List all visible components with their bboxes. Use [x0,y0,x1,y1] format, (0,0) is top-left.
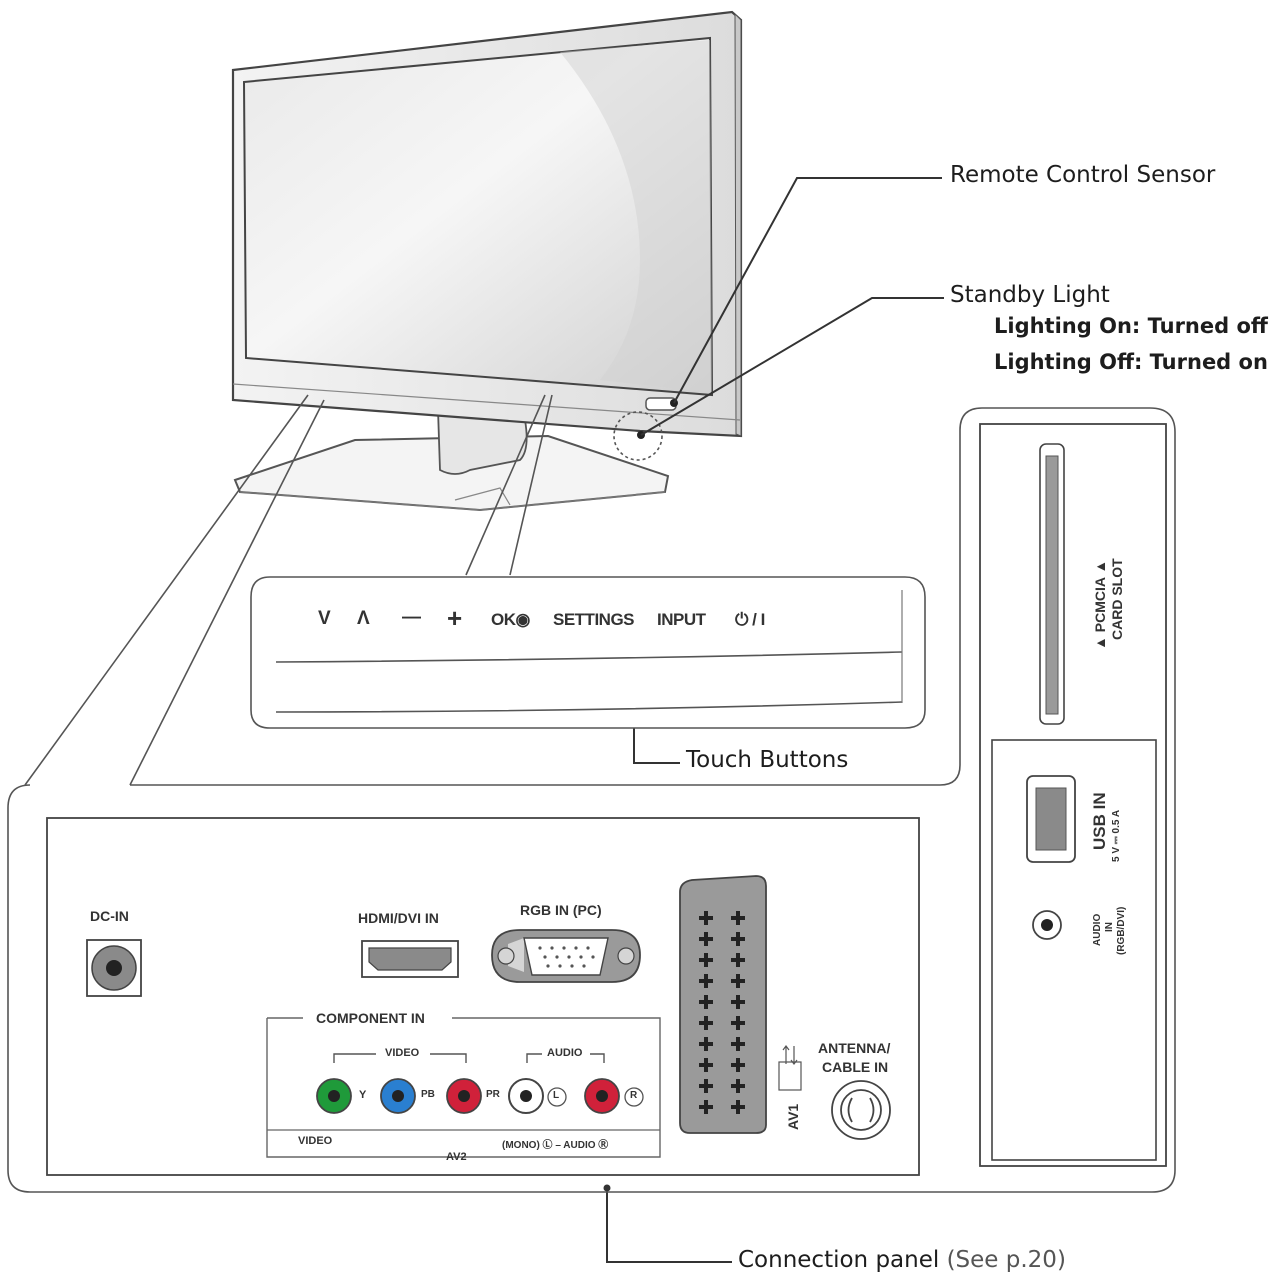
av2-label: AV2 [446,1151,467,1163]
scart-pin [736,974,740,988]
scart-pin [704,932,708,946]
lighting-off-label: Lighting Off: Turned on [994,350,1268,374]
usb-spec-label: 5 V ⎓ 0.5 A [1111,809,1122,862]
side-panel [979,423,1167,1167]
remote-sensor-label: Remote Control Sensor [950,162,1216,188]
scart-port [679,875,767,1134]
scart-pin [704,911,708,925]
scart-pin [704,1100,708,1114]
scart-pin [736,1037,740,1051]
scart-pin [704,1016,708,1030]
jack-pb [380,1078,416,1114]
pcmcia-label-1: ▲ PCMCIA ▲ [1092,559,1108,650]
touch-button-ok: OK◉ [491,610,530,629]
scart-pin [736,1058,740,1072]
touch-button-power: ⏻ / I [735,610,765,629]
scart-pin [736,953,740,967]
lighting-on-label: Lighting On: Turned off [994,314,1268,338]
l-label: L [553,1090,560,1101]
scart-pin [736,1079,740,1093]
jack-y [316,1078,352,1114]
connection-panel-leader [606,1188,732,1263]
pcmcia-label-2: CARD SLOT [1109,558,1125,640]
touch-button-settings: SETTINGS [553,610,635,629]
usb-in-label: USB IN [1090,792,1109,850]
y-label: Y [359,1089,367,1101]
touch-button-plus: + [447,603,462,633]
audio-in-label-2: IN [1104,922,1115,932]
touch-button-up: Λ [357,608,370,629]
scart-pin [704,1037,708,1051]
rear-panel [46,817,920,1176]
scart-pin [704,974,708,988]
dc-in-label: DC-IN [90,908,129,924]
jack-audio-r [584,1078,620,1114]
scart-pin [736,995,740,1009]
video-group-label: VIDEO [385,1047,420,1059]
r-label: R [630,1090,638,1101]
connection-panel-title: Connection panel [738,1247,940,1273]
touch-button-down: V [318,608,331,629]
component-in-label: COMPONENT IN [316,1010,425,1026]
scart-pin [736,1016,740,1030]
touch-buttons-panel [250,576,926,729]
antenna-label-2: CABLE IN [822,1059,889,1075]
scart-pin [736,932,740,946]
touch-button-input: INPUT [657,610,706,629]
scart-pin [704,1079,708,1093]
pr-label: PR [486,1089,500,1100]
scart-pin [704,953,708,967]
zoom-outlines [7,394,1176,1193]
jack-audio-l [508,1078,544,1114]
scart-pin [704,1058,708,1072]
audio-in-label-3: (RGB/DVI) [1116,906,1127,955]
touch-button-minus: — [402,607,421,628]
antenna-label-1: ANTENNA/ [818,1040,891,1056]
hdmi-label: HDMI/DVI IN [358,910,439,926]
standby-light-leader [640,297,944,436]
see-page-note: (See p.20) [946,1247,1066,1273]
audio-group-label: AUDIO [547,1047,583,1059]
rgb-port [491,929,641,983]
standby-light-label: Standby Light [950,282,1110,308]
jack-pr [446,1078,482,1114]
audio-in-label-1: AUDIO [1092,913,1103,946]
tv-illustration [231,10,743,512]
rgb-label: RGB IN (PC) [520,902,602,918]
video-bottom-label: VIDEO [298,1135,333,1147]
scart-pin [736,1100,740,1114]
scart-pin [736,911,740,925]
touch-buttons-label: Touch Buttons [686,747,849,773]
connection-panel-dot [603,1184,611,1192]
pb-label: PB [421,1089,435,1100]
scart-pin [704,995,708,1009]
antenna-port [831,1080,891,1140]
remote-sensor-leader [673,177,942,404]
connection-panel-label: Connection panel (See p.20) [738,1247,1066,1273]
mono-audio-label: (MONO) Ⓛ – AUDIO Ⓡ [502,1140,609,1151]
av1-label: AV1 [785,1103,801,1130]
